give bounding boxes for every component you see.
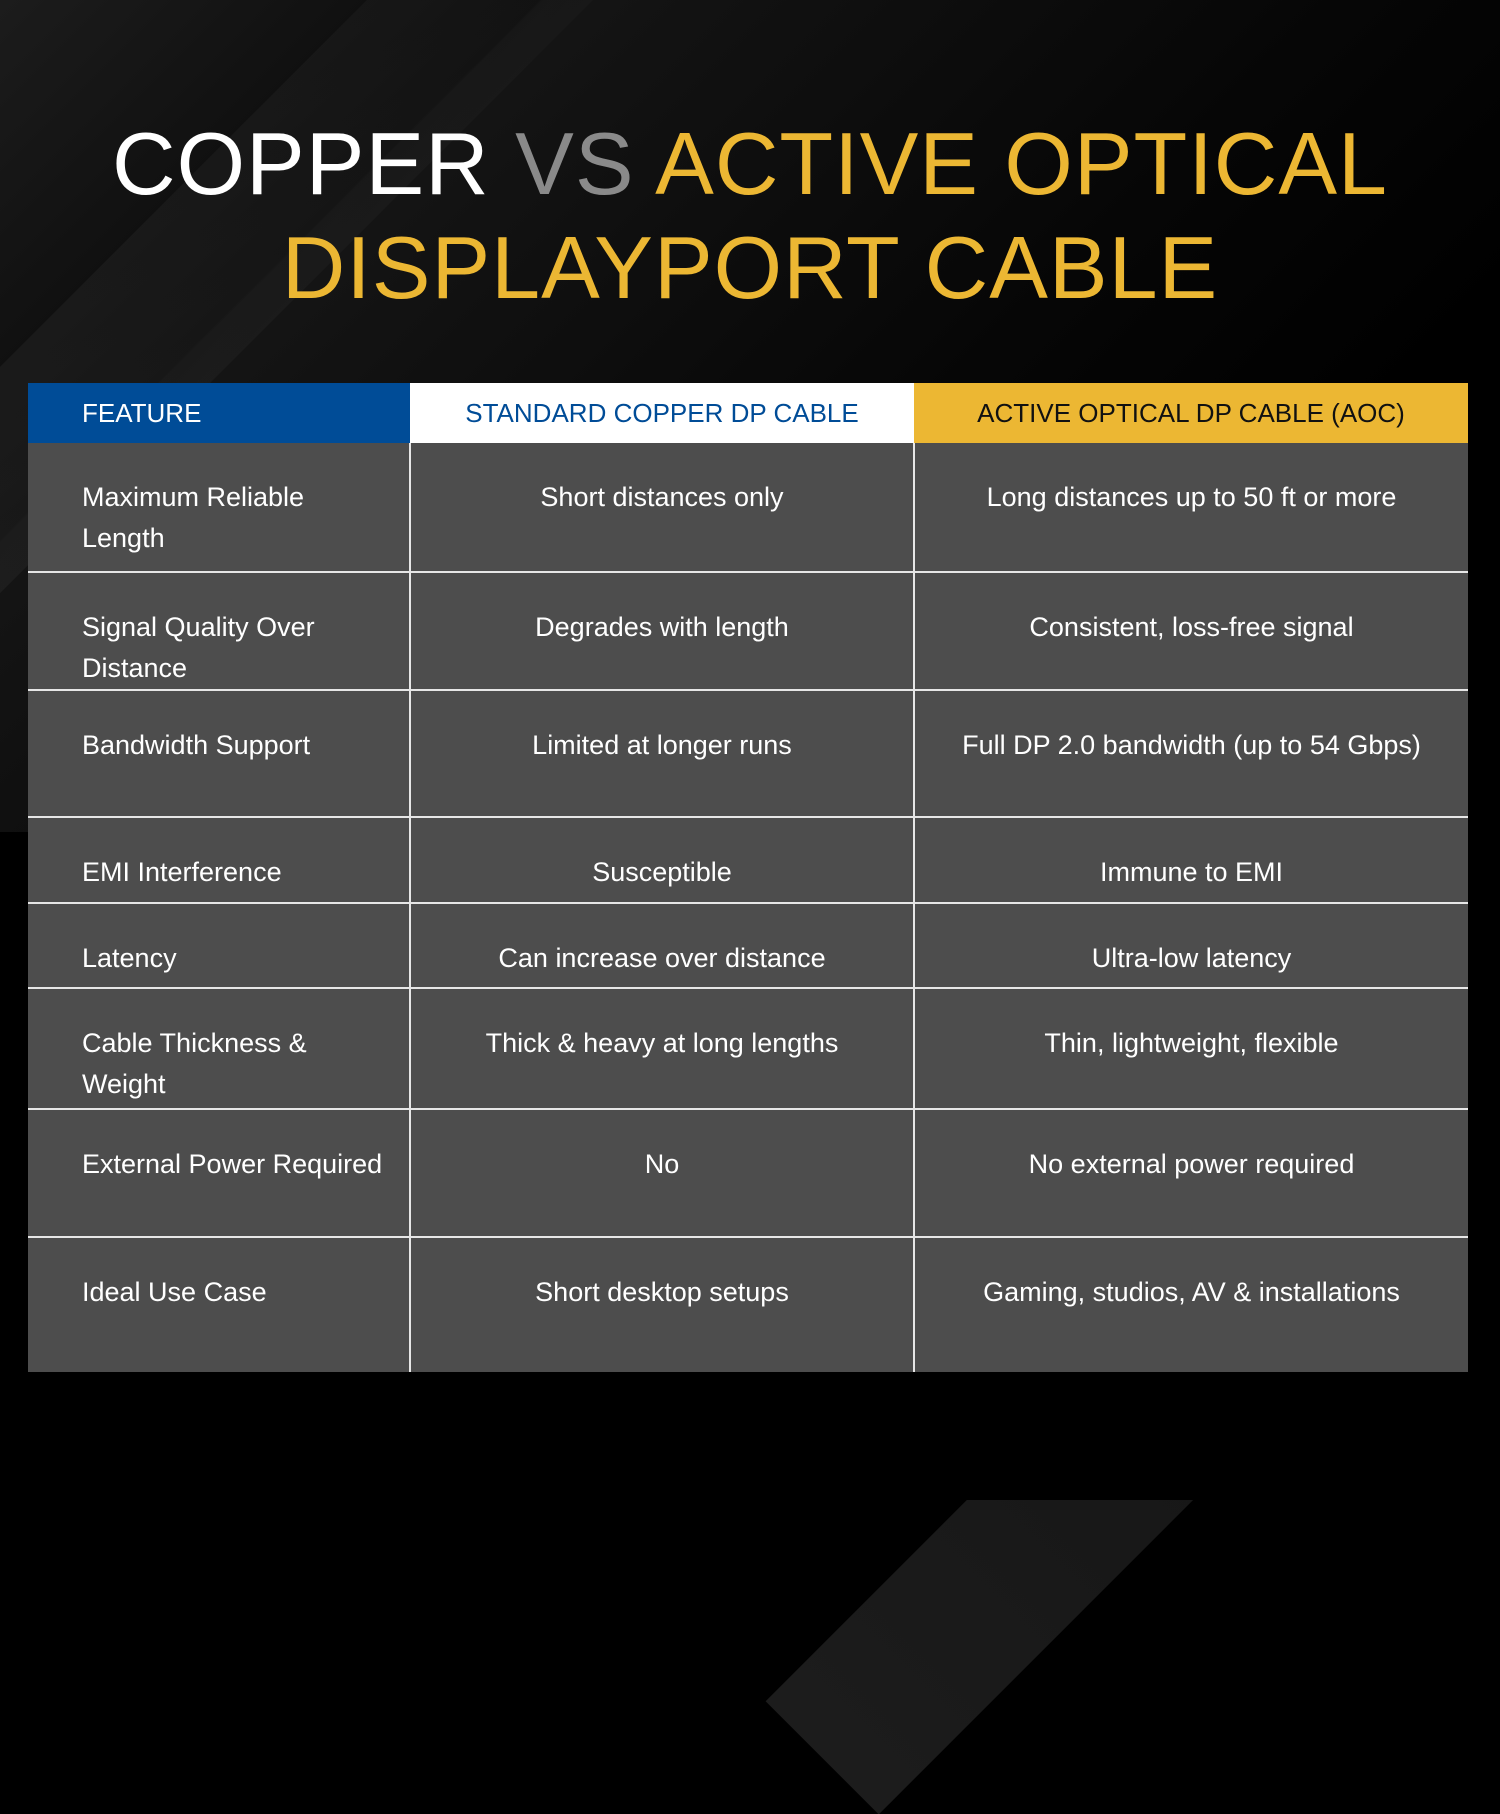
cell-copper: Thick & heavy at long lengths [409, 987, 914, 1109]
cell-feature: Signal Quality Over Distance [28, 571, 410, 690]
cell-copper: Can increase over distance [409, 902, 914, 988]
title-vs: VS [515, 114, 635, 213]
cell-copper: Degrades with length [409, 571, 914, 690]
comparison-table: FEATURE STANDARD COPPER DP CABLE ACTIVE … [28, 383, 1468, 1372]
header-aoc: ACTIVE OPTICAL DP CABLE (AOC) [914, 383, 1468, 443]
cell-aoc: Long distances up to 50 ft or more [913, 443, 1468, 572]
title-displayport-cable: DISPLAYPORT CABLE [281, 218, 1219, 317]
cell-copper: Short distances only [409, 443, 914, 572]
cell-feature: External Power Required [28, 1108, 410, 1237]
cell-copper: Susceptible [409, 816, 914, 903]
cell-feature: EMI Interference [28, 816, 410, 903]
cell-copper: Limited at longer runs [409, 689, 914, 817]
cell-aoc: Full DP 2.0 bandwidth (up to 54 Gbps) [913, 689, 1468, 817]
header-feature: FEATURE [28, 383, 410, 443]
cell-feature: Ideal Use Case [28, 1236, 410, 1372]
cell-aoc: Consistent, loss-free signal [913, 571, 1468, 690]
cell-feature: Cable Thickness & Weight [28, 987, 410, 1109]
title-copper: COPPER [112, 114, 490, 213]
cell-aoc: Ultra-low latency [913, 902, 1468, 988]
cell-copper: Short desktop setups [409, 1236, 914, 1372]
title-active-optical: ACTIVE OPTICAL [655, 114, 1388, 213]
cell-aoc: Immune to EMI [913, 816, 1468, 903]
table-header-row: FEATURE STANDARD COPPER DP CABLE ACTIVE … [28, 383, 1468, 443]
cell-aoc: No external power required [913, 1108, 1468, 1237]
cell-feature: Latency [28, 902, 410, 988]
cell-feature: Maximum Reliable Length [28, 443, 410, 572]
cell-aoc: Gaming, studios, AV & installations [913, 1236, 1468, 1372]
page-title: COPPER VS ACTIVE OPTICAL DISPLAYPORT CAB… [0, 112, 1500, 320]
cell-copper: No [409, 1108, 914, 1237]
cell-aoc: Thin, lightweight, flexible [913, 987, 1468, 1109]
cell-feature: Bandwidth Support [28, 689, 410, 817]
header-copper: STANDARD COPPER DP CABLE [410, 383, 914, 443]
